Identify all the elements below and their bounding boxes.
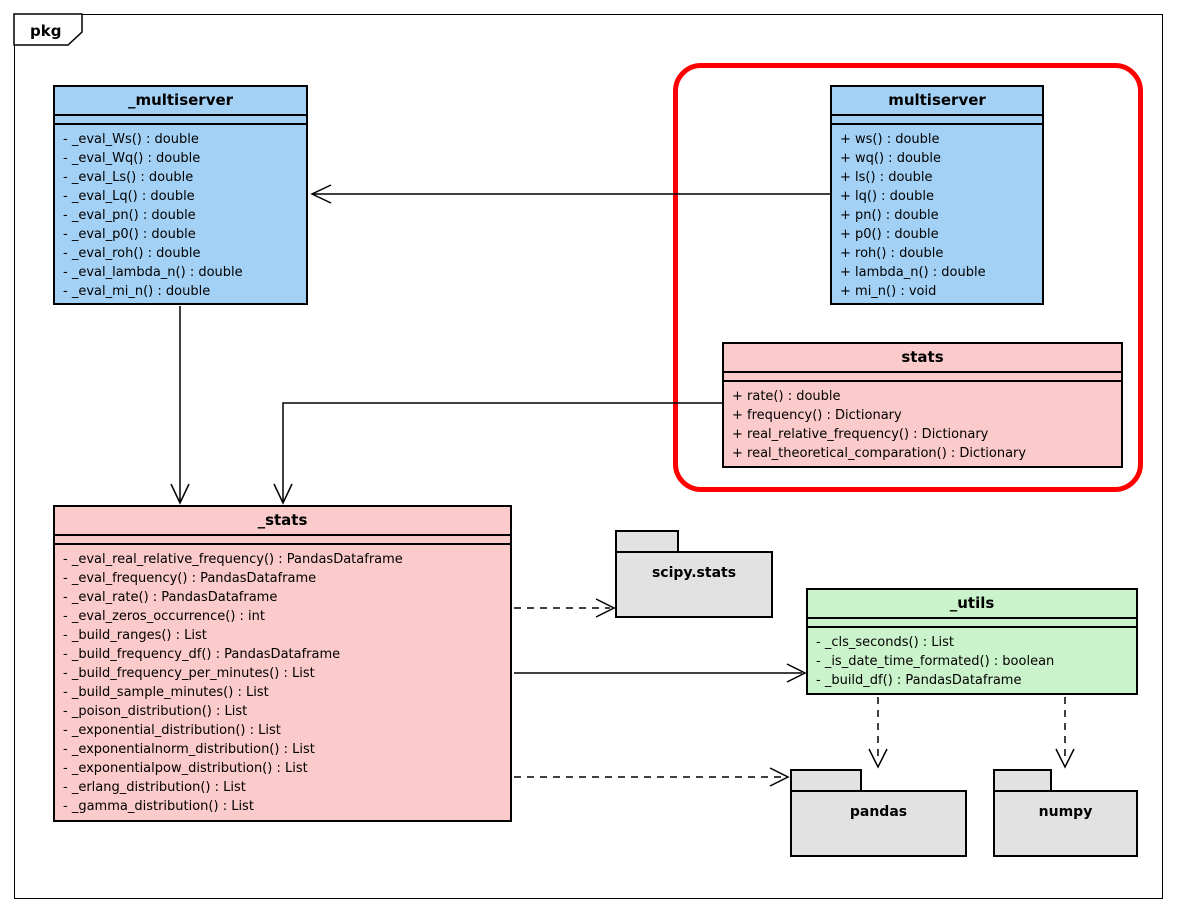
method-item: - _eval_real_relative_frequency() : Pand… xyxy=(63,552,403,567)
method-item: + pn() : double xyxy=(840,208,939,223)
package-body: numpy xyxy=(993,790,1138,857)
package-tab xyxy=(615,530,679,553)
class-methods-compartment: - _eval_Ws() : double - _eval_Wq() : dou… xyxy=(55,125,306,301)
class-box-multiserver-private: _multiserver - _eval_Ws() : double - _ev… xyxy=(53,85,308,305)
method-item: - _eval_Lq() : double xyxy=(63,189,195,204)
method-item: + ws() : double xyxy=(840,132,940,147)
method-item: - _build_sample_minutes() : List xyxy=(63,685,269,700)
method-item: - _build_frequency_per_minutes() : List xyxy=(63,666,315,681)
method-item: + rate() : double xyxy=(732,389,841,404)
class-title: _utils xyxy=(808,590,1136,619)
method-item: + lq() : double xyxy=(840,189,934,204)
class-title: _multiserver xyxy=(55,87,306,116)
method-item: + ls() : double xyxy=(840,170,933,185)
package-tab xyxy=(993,769,1052,792)
package-scipy-stats: scipy.stats xyxy=(615,530,773,618)
class-box-stats-public: stats + rate() : double + frequency() : … xyxy=(722,342,1123,468)
package-pandas: pandas xyxy=(790,769,967,857)
method-item: + real_theoretical_comparation() : Dicti… xyxy=(732,446,1027,461)
class-title: multiserver xyxy=(832,87,1042,116)
class-methods-compartment: + rate() : double + frequency() : Dictio… xyxy=(724,382,1121,463)
method-item: - _eval_zeros_occurrence() : int xyxy=(63,609,265,624)
class-attributes-compartment xyxy=(55,116,306,125)
class-box-utils-private: _utils - _cls_seconds() : List - _is_dat… xyxy=(806,588,1138,695)
method-item: - _eval_pn() : double xyxy=(63,208,196,223)
class-box-multiserver-public: multiserver + ws() : double + wq() : dou… xyxy=(830,85,1044,305)
class-attributes-compartment xyxy=(832,116,1042,125)
method-item: - _is_date_time_formated() : boolean xyxy=(816,654,1055,669)
method-item: - _gamma_distribution() : List xyxy=(63,799,254,814)
class-attributes-compartment xyxy=(55,536,510,545)
method-item: - _eval_p0() : double xyxy=(63,227,196,242)
method-item: - _eval_roh() : double xyxy=(63,246,201,261)
method-item: - _exponentialnorm_distribution() : List xyxy=(63,742,315,757)
package-tab xyxy=(790,769,862,792)
method-item: + real_relative_frequency() : Dictionary xyxy=(732,427,989,442)
package-label: scipy.stats xyxy=(651,565,737,581)
class-methods-compartment: - _cls_seconds() : List - _is_date_time_… xyxy=(808,628,1136,690)
method-item: + mi_n() : void xyxy=(840,284,937,299)
method-item: + p0() : double xyxy=(840,227,939,242)
package-body: pandas xyxy=(790,790,967,857)
method-item: - _eval_frequency() : PandasDataframe xyxy=(63,571,317,586)
method-item: - _eval_mi_n() : double xyxy=(63,284,211,299)
class-attributes-compartment xyxy=(808,619,1136,628)
method-item: - _exponential_distribution() : List xyxy=(63,723,281,738)
method-item: - _eval_Ws() : double xyxy=(63,132,199,147)
method-item: - _cls_seconds() : List xyxy=(816,635,955,650)
method-item: + roh() : double xyxy=(840,246,944,261)
method-item: + wq() : double xyxy=(840,151,942,166)
method-item: - _eval_rate() : PandasDataframe xyxy=(63,590,278,605)
class-title: stats xyxy=(724,344,1121,373)
method-item: - _eval_Wq() : double xyxy=(63,151,201,166)
package-body: scipy.stats xyxy=(615,551,773,618)
package-label: pandas xyxy=(849,804,908,820)
method-item: - _poison_distribution() : List xyxy=(63,704,248,719)
method-item: - _eval_Ls() : double xyxy=(63,170,194,185)
class-attributes-compartment xyxy=(724,373,1121,382)
method-item: - _eval_lambda_n() : double xyxy=(63,265,243,280)
method-item: - _build_df() : PandasDataframe xyxy=(816,673,1022,688)
package-numpy: numpy xyxy=(993,769,1138,857)
class-box-stats-private: _stats - _eval_real_relative_frequency()… xyxy=(53,505,512,822)
method-item: + lambda_n() : double xyxy=(840,265,986,280)
method-item: + frequency() : Dictionary xyxy=(732,408,902,423)
method-item: - _build_ranges() : List xyxy=(63,628,207,643)
highlight-red-box xyxy=(673,63,1143,492)
method-item: - _erlang_distribution() : List xyxy=(63,780,246,795)
method-item: - _build_frequency_df() : PandasDatafram… xyxy=(63,647,341,662)
package-label: numpy xyxy=(1038,804,1093,820)
class-title: _stats xyxy=(55,507,510,536)
class-methods-compartment: - _eval_real_relative_frequency() : Pand… xyxy=(55,545,510,816)
method-item: - _exponentialpow_distribution() : List xyxy=(63,761,308,776)
class-methods-compartment: + ws() : double + wq() : double + ls() :… xyxy=(832,125,1042,301)
